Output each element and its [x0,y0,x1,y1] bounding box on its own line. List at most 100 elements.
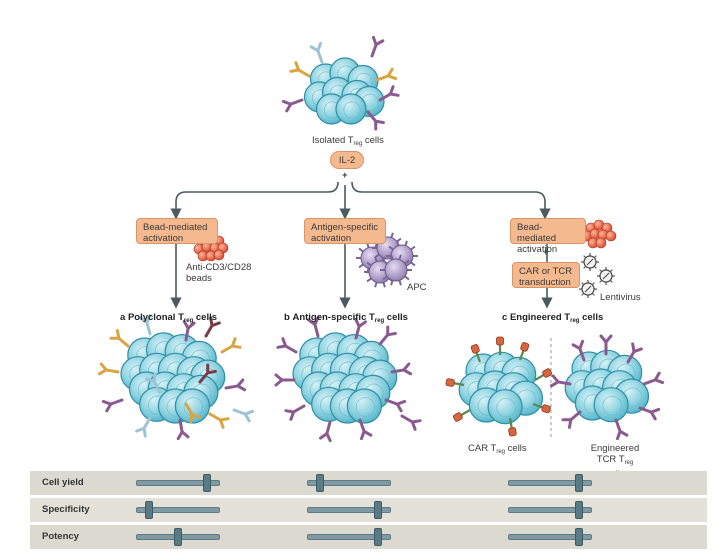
treg-cell [174,388,210,424]
tcr-receptor [274,373,296,387]
tcr-receptor [390,362,413,376]
lentivirus-label: Lentivirus [600,292,641,303]
tcr-receptor [599,334,613,356]
transduction-box: CAR or TCR transduction [512,262,580,288]
car-tregs-cluster [458,351,544,425]
treg-cell [346,388,382,424]
level-indicator [575,528,584,546]
bead-activation-box-c: Bead-mediated activation [510,218,586,255]
lentivirus-icon [597,267,615,285]
tcr-receptor [307,315,320,338]
tcr-receptor [366,110,385,131]
level-track [307,534,391,540]
row-specificity: Specificity [30,498,707,522]
tcr-receptor [354,317,367,340]
car-receptor [452,409,471,422]
tcr-receptor [97,362,120,376]
treg-cell [593,387,629,423]
tcr-receptor [204,316,221,338]
level-track [136,507,220,513]
tcr-receptor [370,35,385,58]
title-c: c Engineered Treg cells [502,312,604,324]
tcr-receptor [224,378,247,392]
il2-box: IL-2 [330,151,364,169]
level-indicator [374,501,383,519]
level-track [307,480,391,486]
tcr-receptor [276,337,298,354]
tcr-receptor [198,363,217,384]
tcr-receptor [176,418,190,441]
level-track [136,480,220,486]
car-receptor [445,378,465,387]
row-label: Cell yield [42,477,84,488]
tcr-receptor [638,406,661,421]
tcr-receptor [145,372,162,394]
tcr-receptor [101,398,124,413]
comparison-table: Cell yield Specificity Potency [30,471,707,549]
row-potency: Potency [30,525,707,549]
tcr-receptor [358,418,373,441]
tcr-receptor [232,408,255,423]
title-a: a Polyclonal Treg cells [120,312,218,324]
level-indicator [575,474,584,492]
tcr-receptor [284,404,306,421]
level-indicator [203,474,212,492]
isolated-tregs-label: Isolated Treg cells [312,135,384,147]
car-receptor [470,344,482,363]
level-track [508,480,592,486]
connector-lines [170,181,553,309]
tcr-receptor [642,371,665,386]
car-receptor [534,368,553,381]
tcr-receptor [281,98,304,113]
tcr-receptor [139,313,152,336]
apc-label: APC [407,282,427,293]
level-track [307,507,391,513]
row-cell-yield: Cell yield [30,471,707,495]
tcr-receptor [184,402,201,424]
lentivirus-icon [579,280,597,298]
level-indicator [315,474,324,492]
tcr-receptor [375,67,398,82]
treg-cell [335,93,367,125]
title-b: b Antigen-specific Treg cells [284,312,408,324]
polyclonal-tregs-cluster [120,332,226,424]
tcr-receptor [208,412,230,429]
tcr-receptor [109,329,130,348]
tcr-receptor [220,337,242,354]
antigen-specific-tregs-cluster [292,332,398,424]
antigen-activation-box: Antigen-specific activation [304,218,386,244]
apc-cluster [356,232,418,288]
tcr-receptor [571,339,586,362]
il2-plus: + [342,170,348,181]
tcr-receptor [135,416,152,438]
tcr-receptor [614,418,629,441]
tcr-receptor [309,41,324,64]
car-tregs-label: CAR Treg cells [468,443,527,455]
level-indicator [144,501,153,519]
tcr-receptor [561,410,582,429]
tcr-receptor [182,319,196,342]
apc-cell [380,254,412,286]
bead-activation-box-a: Bead-mediated activation [136,218,218,244]
level-indicator [575,501,584,519]
tcr-receptor [400,414,422,431]
car-receptor [508,417,517,437]
tcr-receptor [626,342,643,364]
car-receptor [496,336,504,355]
tcr-receptor [549,374,572,388]
beads-c [581,219,617,249]
car-receptor [532,402,551,414]
tcr-receptor [319,420,332,443]
level-indicator [174,528,182,546]
c-plus: + [543,247,549,258]
row-label: Potency [42,531,79,542]
tcr-receptor [384,398,407,413]
level-indicator [374,528,383,546]
level-track [508,534,592,540]
row-label: Specificity [42,504,90,515]
beads-label: Anti-CD3/CD28 beads [186,262,252,284]
tcr-receptor [378,325,397,346]
car-receptor [518,342,530,361]
tcr-receptor [289,61,311,78]
